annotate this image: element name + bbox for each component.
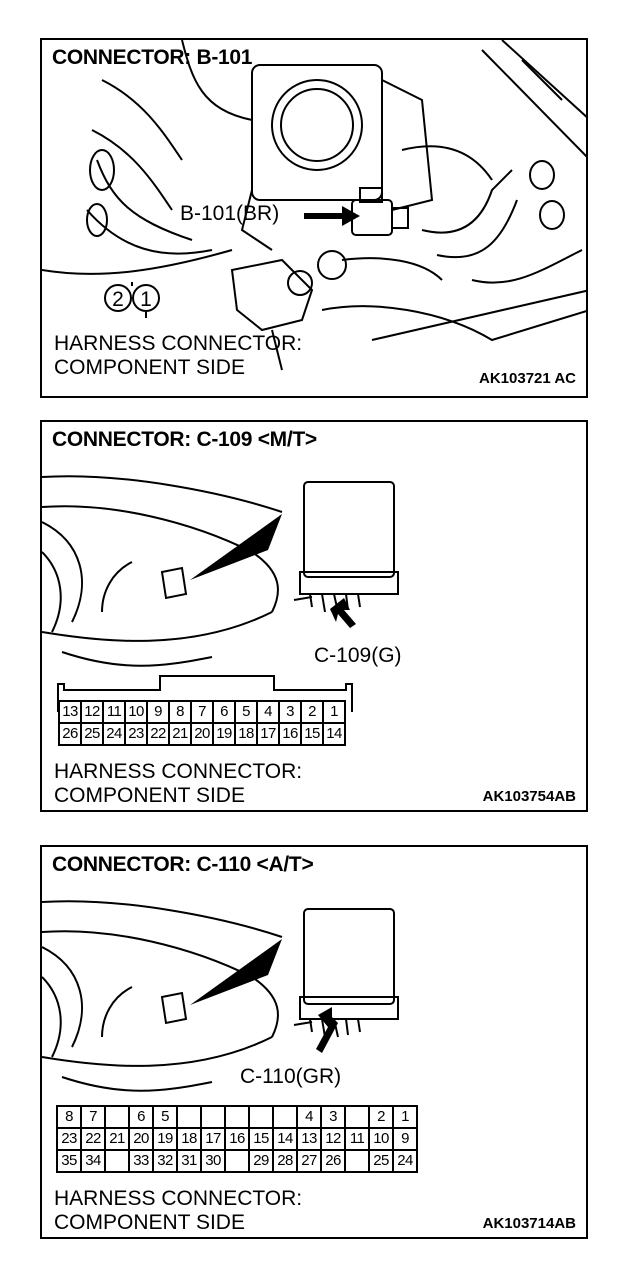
pin-cell: 13 (60, 702, 82, 724)
figure-code: AK103721 AC (479, 370, 576, 387)
pin-cell: 32 (154, 1151, 178, 1173)
harness-line-1: HARNESS CONNECTOR: (54, 760, 303, 783)
pin-cell (178, 1107, 202, 1129)
pin-cell: 14 (274, 1129, 298, 1151)
pin-cell: 21 (106, 1129, 130, 1151)
pin-cell: 8 (58, 1107, 82, 1129)
harness-label: HARNESS CONNECTOR: COMPONENT SIDE (54, 332, 302, 380)
pin-cell: 5 (236, 702, 258, 724)
pin-cell: 13 (298, 1129, 322, 1151)
pin-cell: 19 (214, 724, 236, 746)
b101-pin-1: 1 (140, 288, 152, 311)
figure-code: AK103714AB (482, 1215, 576, 1232)
pin-cell: 11 (346, 1129, 370, 1151)
pin-cell: 28 (274, 1151, 298, 1173)
pin-cell (202, 1107, 226, 1129)
pin-cell: 33 (130, 1151, 154, 1173)
pin-cell: 24 (394, 1151, 418, 1173)
pin-cell: 12 (322, 1129, 346, 1151)
pin-cell: 19 (154, 1129, 178, 1151)
pin-cell: 16 (280, 724, 302, 746)
harness-line-2: COMPONENT SIDE (54, 784, 245, 807)
pin-cell: 7 (82, 1107, 106, 1129)
pin-cell: 23 (58, 1129, 82, 1151)
pin-cell: 18 (178, 1129, 202, 1151)
pin-cell: 31 (178, 1151, 202, 1173)
harness-label: HARNESS CONNECTOR: COMPONENT SIDE (54, 760, 302, 808)
pin-cell: 26 (60, 724, 82, 746)
connector-callout: B-101(BR) (180, 202, 280, 225)
engine-bay-illustration: 2 1 (42, 40, 586, 371)
pin-cell: 20 (130, 1129, 154, 1151)
pin-cell: 30 (202, 1151, 226, 1173)
pin-cell: 21 (170, 724, 192, 746)
pin-cell: 14 (324, 724, 346, 746)
pin-cell: 4 (258, 702, 280, 724)
dashboard-illustration (42, 475, 399, 712)
b101-pin-2: 2 (112, 288, 124, 311)
pin-cell: 4 (298, 1107, 322, 1129)
harness-label: HARNESS CONNECTOR: COMPONENT SIDE (54, 1187, 302, 1235)
pin-cell: 16 (226, 1129, 250, 1151)
connector-title: CONNECTOR: C-110 <A/T> (52, 853, 314, 876)
pin-cell: 22 (82, 1129, 106, 1151)
pin-cell: 6 (130, 1107, 154, 1129)
harness-line-2: COMPONENT SIDE (54, 1211, 245, 1234)
pin-cell: 3 (280, 702, 302, 724)
pin-cell: 9 (148, 702, 170, 724)
pin-cell (226, 1151, 250, 1173)
pin-cell: 7 (192, 702, 214, 724)
pin-cell: 10 (370, 1129, 394, 1151)
figure-code: AK103754AB (482, 788, 576, 805)
pin-cell: 23 (126, 724, 148, 746)
pin-cell: 3 (322, 1107, 346, 1129)
pin-cell: 18 (236, 724, 258, 746)
pin-cell: 6 (214, 702, 236, 724)
harness-line-1: HARNESS CONNECTOR: (54, 332, 303, 355)
pin-cell (346, 1151, 370, 1173)
pin-cell: 9 (394, 1129, 418, 1151)
harness-line-1: HARNESS CONNECTOR: (54, 1187, 303, 1210)
pin-cell: 29 (250, 1151, 274, 1173)
pin-cell: 1 (394, 1107, 418, 1129)
pin-cell: 10 (126, 702, 148, 724)
pin-cell: 1 (324, 702, 346, 724)
pin-cell: 8 (170, 702, 192, 724)
pin-cell: 34 (82, 1151, 106, 1173)
pin-cell: 17 (258, 724, 280, 746)
pin-cell (226, 1107, 250, 1129)
pin-cell: 15 (302, 724, 324, 746)
pin-cell: 5 (154, 1107, 178, 1129)
pin-cell: 11 (104, 702, 126, 724)
pin-cell: 2 (370, 1107, 394, 1129)
pin-cell (250, 1107, 274, 1129)
pin-cell: 25 (82, 724, 104, 746)
pin-cell: 15 (250, 1129, 274, 1151)
connector-b101-panel: 2 1 CONNECTOR: B-101 B-101(BR) HARNESS C… (40, 38, 588, 398)
pin-cell: 12 (82, 702, 104, 724)
pin-cell (346, 1107, 370, 1129)
pin-cell: 20 (192, 724, 214, 746)
connector-title: CONNECTOR: C-109 <M/T> (52, 428, 317, 451)
pin-cell: 17 (202, 1129, 226, 1151)
pin-cell: 27 (298, 1151, 322, 1173)
pin-cell: 22 (148, 724, 170, 746)
connector-callout: C-109(G) (314, 644, 402, 667)
connector-title: CONNECTOR: B-101 (52, 46, 253, 69)
pin-cell: 2 (302, 702, 324, 724)
pin-cell: 25 (370, 1151, 394, 1173)
pin-cell (106, 1151, 130, 1173)
pin-cell (274, 1107, 298, 1129)
harness-line-2: COMPONENT SIDE (54, 356, 245, 379)
pin-cell: 26 (322, 1151, 346, 1173)
pin-cell (106, 1107, 130, 1129)
pin-cell: 35 (58, 1151, 82, 1173)
dashboard-illustration (42, 900, 399, 1092)
pin-cell: 24 (104, 724, 126, 746)
connector-callout: C-110(GR) (240, 1065, 342, 1088)
